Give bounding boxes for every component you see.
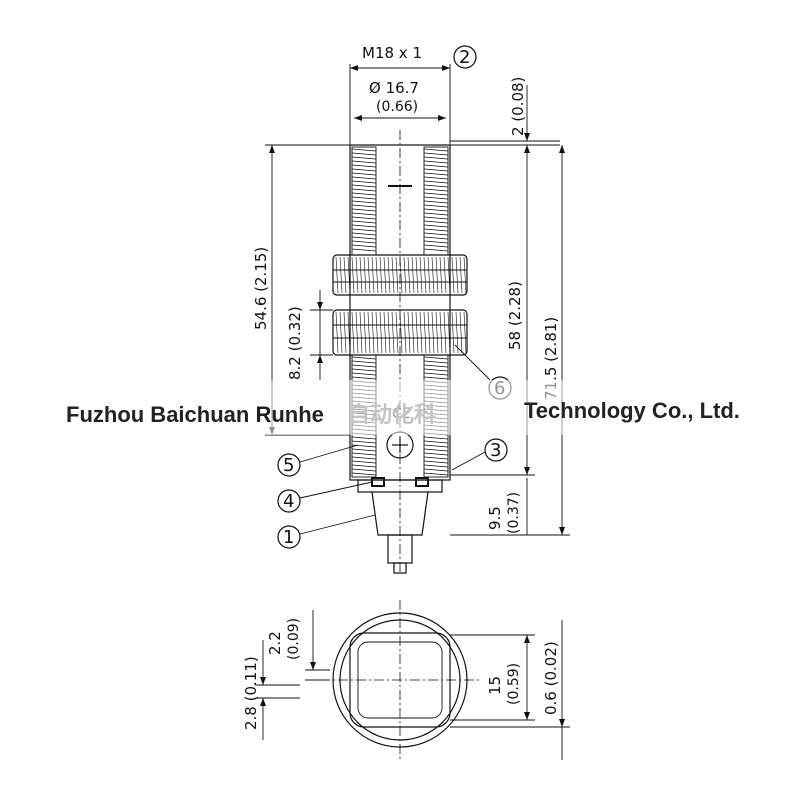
top-gap-dimension: 2 (0.08) <box>509 77 527 136</box>
watermark-company-middle: 自动化科 <box>348 402 436 427</box>
callout-3: 3 <box>451 438 508 471</box>
thread-length-dimension: 54.6 (2.15) <box>252 247 270 330</box>
diameter-dimension: Ø 16.7 <box>369 79 419 97</box>
across-flats-dimension-inch: (0.59) <box>506 663 522 705</box>
flat-top-dimension: 2.2 <box>266 631 284 655</box>
sensor-side-view: CE <box>332 130 468 575</box>
svg-text:2: 2 <box>459 47 470 68</box>
svg-text:5: 5 <box>283 455 294 476</box>
watermark: Fuzhou Baichuan Runhe 自动化科 Technology Co… <box>0 380 800 435</box>
face-offset-dimension: 0.6 (0.02) <box>542 641 560 715</box>
callout-4: 4 <box>277 481 373 513</box>
nut-height-dimension: 8.2 (0.32) <box>286 306 304 380</box>
flat-bottom-dimension: 2.8 (0.11) <box>242 656 260 730</box>
callout-1: 1 <box>277 514 376 549</box>
svg-text:1: 1 <box>283 527 294 548</box>
svg-text:3: 3 <box>490 440 501 461</box>
callout-2: 2 <box>453 45 477 69</box>
callouts: 2 6 3 5 4 1 <box>277 45 512 549</box>
watermark-company-left: Fuzhou Baichuan Runhe <box>66 402 324 427</box>
body-length-dimension: 58 (2.28) <box>506 281 524 350</box>
diameter-dimension-inch: (0.66) <box>376 99 418 115</box>
svg-text:4: 4 <box>283 491 294 512</box>
flat-top-dimension-inch: (0.09) <box>286 618 302 660</box>
thread-dimension: M18 x 1 <box>362 44 422 62</box>
sensor-front-view <box>320 600 480 760</box>
dimensions-bottom: 2.2 (0.09) 2.8 (0.11) 15 (0.59) 0.6 (0.0… <box>242 610 570 760</box>
connector <box>357 477 443 574</box>
callout-5: 5 <box>277 444 359 477</box>
plug-length-dimension-inch: (0.37) <box>506 492 522 534</box>
total-length-dimension: 71.5 (2.81) <box>542 317 560 400</box>
plug-length-dimension: 9.5 <box>486 506 504 530</box>
watermark-company-right: Technology Co., Ltd. <box>524 398 740 423</box>
across-flats-dimension: 15 <box>486 676 504 695</box>
